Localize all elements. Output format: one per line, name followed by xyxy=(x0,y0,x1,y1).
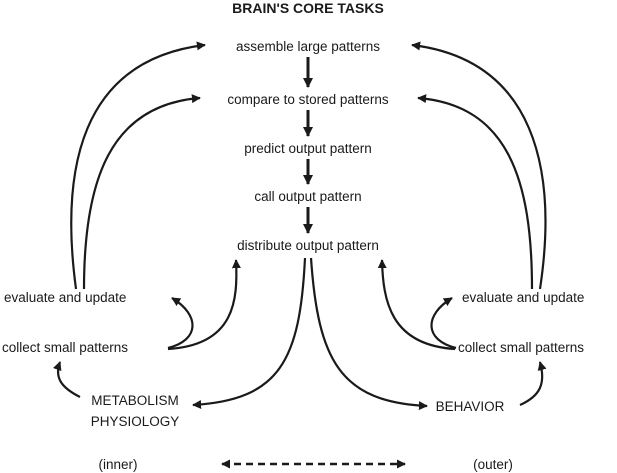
label-metabolism: METABOLISM xyxy=(91,393,179,408)
label-left-collect-small-patterns: collect small patterns xyxy=(2,340,128,355)
label-compare-to-stored-patterns: compare to stored patterns xyxy=(227,92,389,107)
label-right-collect-small-patterns: collect small patterns xyxy=(458,340,584,355)
label-assemble-large-patterns: assemble large patterns xyxy=(236,39,380,54)
arc-behavior-to-right-collect xyxy=(519,361,547,407)
arc-distribute-to-metabolism xyxy=(192,257,307,410)
arc-left-evaluate-to-assemble xyxy=(70,41,206,290)
arc-metabolism-to-left-collect xyxy=(52,361,81,398)
arc-left-collect-to-distribute xyxy=(167,259,241,351)
arc-right-collect-to-distribute xyxy=(377,259,456,351)
label-predict-output-pattern: predict output pattern xyxy=(244,141,372,156)
label-call-output-pattern: call output pattern xyxy=(254,189,361,204)
label-right-evaluate-and-update: evaluate and update xyxy=(462,290,584,305)
label-physiology: PHYSIOLOGY xyxy=(91,414,180,429)
label-left-evaluate-and-update: evaluate and update xyxy=(4,290,126,305)
diagram-title: BRAIN'S CORE TASKS xyxy=(232,0,384,16)
loop-left-collect-to-evaluate xyxy=(167,297,194,350)
label-behavior: BEHAVIOR xyxy=(436,399,505,414)
loop-right-collect-to-evaluate xyxy=(430,297,457,350)
arc-right-evaluate-to-assemble xyxy=(411,41,547,290)
label-inner: (inner) xyxy=(98,457,137,472)
label-distribute-output-pattern: distribute output pattern xyxy=(237,238,379,253)
arc-left-evaluate-to-compare xyxy=(82,94,201,290)
arc-right-evaluate-to-compare xyxy=(417,94,534,290)
arc-distribute-to-behavior xyxy=(309,257,428,411)
label-outer: (outer) xyxy=(473,457,513,472)
